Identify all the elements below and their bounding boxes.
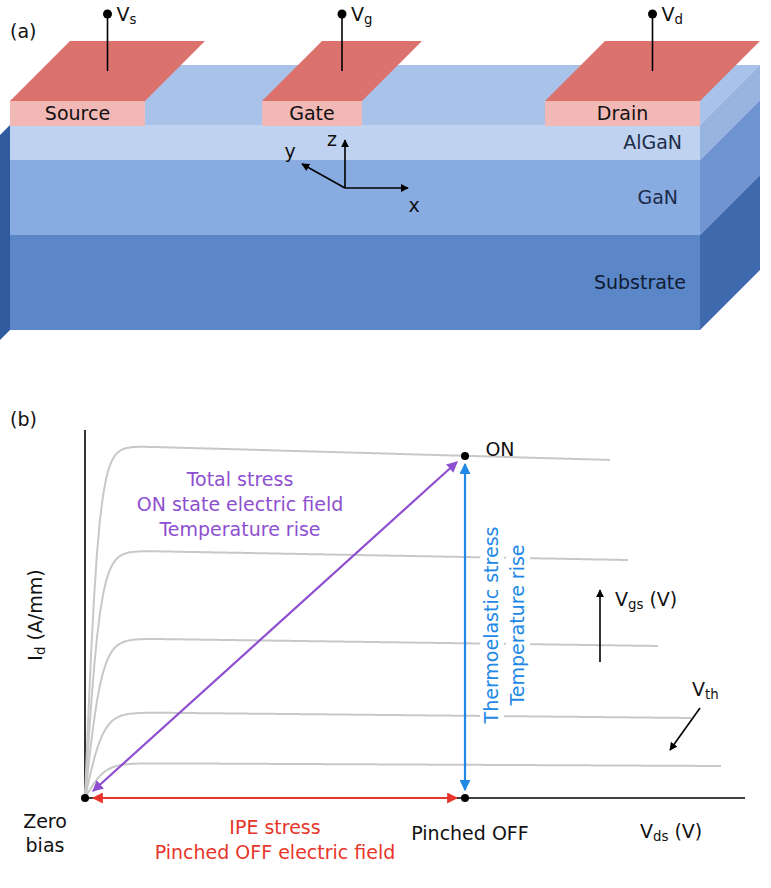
z-axis-arrow xyxy=(344,140,346,188)
gate-electrode: Gate xyxy=(262,101,362,126)
terminal-dot xyxy=(338,10,347,19)
y-axis xyxy=(84,430,86,798)
stress-annotation: Temperature rise xyxy=(506,542,530,707)
trend-arrows xyxy=(600,590,700,750)
layer-label: Gate xyxy=(289,102,335,125)
source-electrode: Source xyxy=(10,101,145,126)
on-point xyxy=(461,452,469,460)
axis-name: x xyxy=(408,194,419,218)
axis-name: y xyxy=(284,140,295,164)
pinched-off-point xyxy=(461,794,469,802)
layer-label: Drain xyxy=(597,102,648,125)
symbol-letter: I xyxy=(24,655,46,661)
coordinate-axes xyxy=(302,140,408,188)
trend-label: Vth xyxy=(692,678,719,702)
bias-points xyxy=(81,452,469,802)
stress-annotation: Thermoelastic stress xyxy=(480,525,504,726)
panel-letter: (a) xyxy=(10,20,36,44)
stress-arrows xyxy=(93,462,465,798)
subscript: g xyxy=(364,12,372,27)
layer-label: AlGaN xyxy=(623,131,682,154)
stress-annotation: ON state electric field xyxy=(137,493,344,517)
layer-label: Source xyxy=(45,102,110,125)
symbol-letter: V xyxy=(351,3,364,25)
iv-curves xyxy=(85,447,721,798)
subscript: gs xyxy=(628,597,643,612)
subscript: s xyxy=(130,12,137,27)
symbol-letter: V xyxy=(662,3,675,25)
symbol-letter: V xyxy=(117,3,130,25)
axis-title: Vds (V) xyxy=(640,820,702,844)
terminal-wire xyxy=(652,14,654,71)
panel-letter: (b) xyxy=(10,408,37,432)
stress-annotation: Pinched OFF electric field xyxy=(155,841,396,865)
symbol-letter: V xyxy=(692,678,705,700)
vgs-arrow xyxy=(599,590,601,662)
symbol-letter: V xyxy=(640,820,653,842)
subscript: ds xyxy=(653,829,668,844)
vth-arrow xyxy=(670,708,700,750)
y-axis-arrow xyxy=(302,164,345,188)
stress-annotation: Temperature rise xyxy=(159,518,320,542)
iv-curve xyxy=(85,447,610,798)
unit-text: (V) xyxy=(668,820,702,842)
layer-label: GaN xyxy=(637,186,678,209)
state-label: Pinched OFF xyxy=(410,822,530,846)
iv-curve xyxy=(85,639,658,798)
state-label: Zero bias xyxy=(9,810,81,858)
state-label: ON xyxy=(485,438,514,462)
iv-curve xyxy=(85,551,628,798)
x-axis-arrow xyxy=(345,187,408,189)
terminals xyxy=(103,10,657,72)
stress-annotation: IPE stress xyxy=(229,816,320,840)
subscript: d xyxy=(675,12,683,27)
device-block xyxy=(0,65,760,340)
substrate-side-face xyxy=(700,175,760,330)
drain-electrode: Drain xyxy=(545,101,700,126)
electrode-top-faces xyxy=(10,41,760,101)
terminal-name: Vg xyxy=(351,3,372,27)
terminal-dot xyxy=(103,10,112,19)
x-axis xyxy=(85,797,745,799)
ipe-stress-arrow xyxy=(93,797,457,799)
symbol-letter: V xyxy=(615,588,628,610)
axis-title: Id (A/mm) xyxy=(24,569,48,660)
layer-label: Substrate xyxy=(594,271,686,294)
terminal-wire xyxy=(341,14,343,71)
iv-curve xyxy=(85,763,721,798)
terminal-dot xyxy=(648,10,657,19)
terminal-name: Vd xyxy=(662,3,683,27)
unit-text: (V) xyxy=(643,588,677,610)
substrate-front-face xyxy=(10,235,700,330)
zero-bias-point xyxy=(81,794,89,802)
iv-curve xyxy=(85,713,691,798)
gan-layer: GaN xyxy=(10,160,700,235)
algan-front-face xyxy=(10,125,700,160)
axis-name: z xyxy=(327,128,337,152)
subscript: th xyxy=(705,687,719,702)
gan-front-face xyxy=(10,160,700,235)
substrate-layer: Substrate xyxy=(10,235,700,330)
total-stress-arrow xyxy=(93,462,457,791)
thermoelastic-arrow xyxy=(464,464,466,790)
algan-layer: AlGaN xyxy=(10,125,700,160)
unit-text: (A/mm) xyxy=(24,569,46,646)
stress-annotation: Total stress xyxy=(187,468,294,492)
terminal-name: Vs xyxy=(117,3,137,27)
block-edge xyxy=(0,125,10,340)
subscript: d xyxy=(33,647,48,655)
chart-axes xyxy=(85,430,745,798)
terminal-wire xyxy=(107,14,109,71)
trend-label: Vgs (V) xyxy=(615,588,677,612)
